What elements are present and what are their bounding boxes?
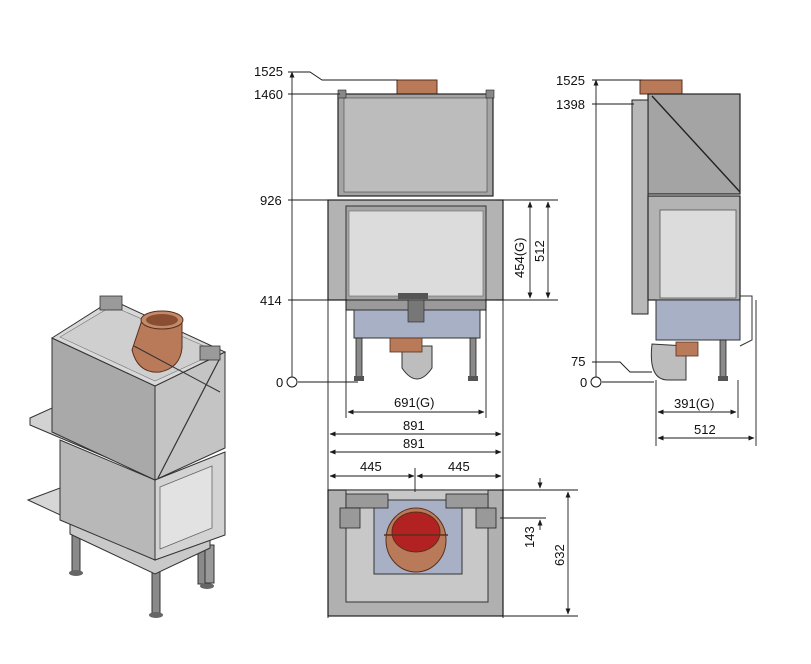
- side-width-inner: 391(G): [674, 396, 714, 411]
- side-view: [631, 79, 753, 381]
- window-height-g: 454(G): [512, 238, 527, 278]
- top-half-right: 445: [448, 459, 470, 474]
- front-height-top-pipe: 1525: [254, 64, 283, 79]
- side-width-outer: 512: [694, 422, 716, 437]
- zero-marker-side: [590, 376, 602, 388]
- dimension-lines: [288, 71, 757, 618]
- front-width-outer-1: 891: [403, 418, 425, 433]
- window-height: 512: [532, 240, 547, 262]
- front-height-hood-base: 926: [260, 193, 282, 208]
- zero-marker-front: [286, 376, 298, 388]
- front-height-firebox-base: 414: [260, 293, 282, 308]
- top-depth: 632: [552, 544, 567, 566]
- side-height-top-body: 1398: [556, 97, 585, 112]
- side-height-outlet: 75: [571, 354, 585, 369]
- front-view: [327, 79, 504, 381]
- front-width-outer-2: 891: [403, 436, 425, 451]
- front-height-top-body: 1460: [254, 87, 283, 102]
- top-view: [327, 489, 504, 617]
- isometric-view: [26, 295, 227, 618]
- top-half-left: 445: [360, 459, 382, 474]
- front-width-inner: 691(G): [394, 395, 434, 410]
- side-height-top-pipe: 1525: [556, 73, 585, 88]
- front-height-zero: 0: [276, 375, 283, 390]
- top-offset: 143: [522, 526, 537, 548]
- side-height-zero: 0: [580, 375, 587, 390]
